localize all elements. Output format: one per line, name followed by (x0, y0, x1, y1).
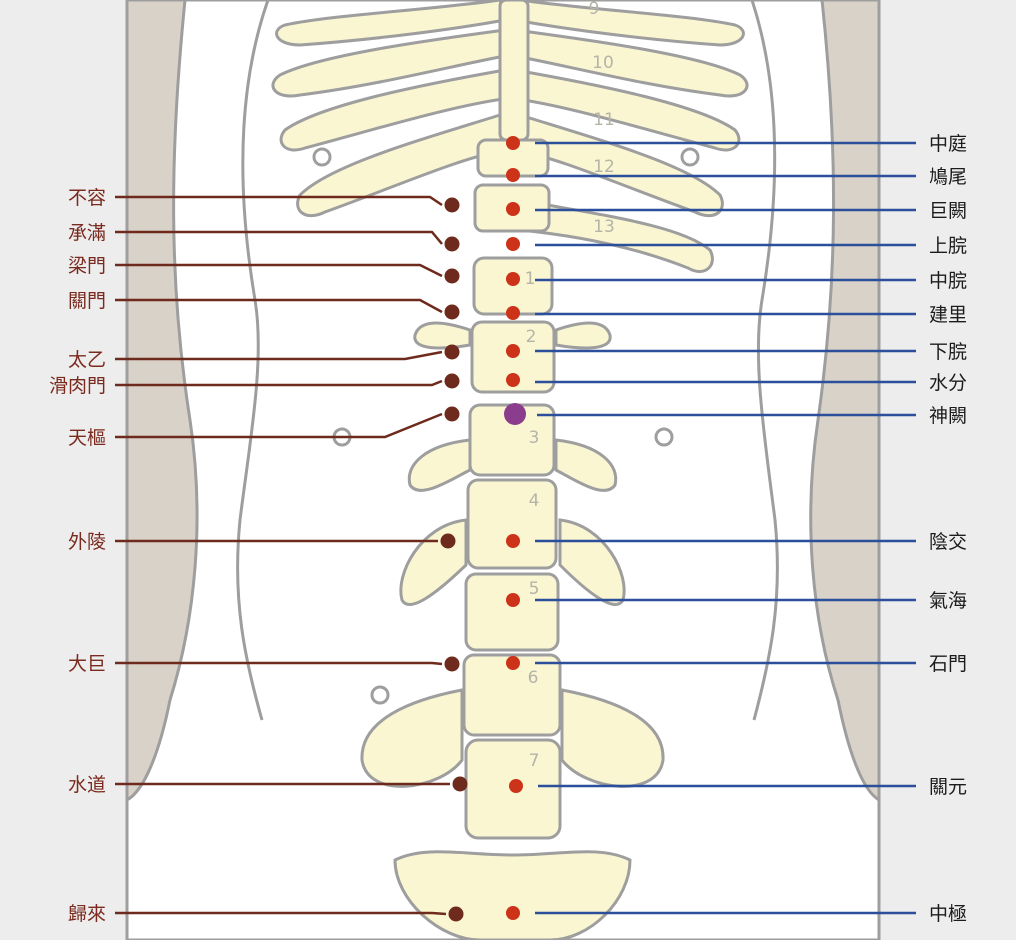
acupoint-label: 水分 (929, 372, 967, 394)
vertebra-number: 4 (529, 491, 540, 511)
acupoint-label: 中脘 (929, 270, 967, 292)
vertebra-number: 5 (529, 579, 540, 599)
acupoint-label: 關門 (68, 290, 106, 312)
vertebra-number: 3 (529, 428, 540, 448)
navel-acupoint-marker[interactable] (504, 403, 526, 425)
acupoint-label: 不容 (68, 187, 106, 209)
acupoint-marker[interactable] (445, 305, 460, 320)
vertebra-number: 7 (529, 751, 540, 771)
acupoint-label: 巨闕 (929, 200, 967, 222)
acupoint-label: 歸來 (68, 903, 106, 925)
pelvic-foramen (372, 687, 388, 703)
acupoint-label: 中庭 (929, 133, 967, 155)
acupoint-label: 大巨 (68, 653, 106, 675)
transverse-process (556, 323, 610, 348)
acupoint-marker[interactable] (453, 777, 468, 792)
acupoint-marker[interactable] (506, 168, 520, 182)
acupoint-label: 外陵 (68, 531, 106, 553)
rib-foramen (682, 149, 698, 165)
vertebra-number: 13 (593, 217, 615, 237)
acupoint-label: 鳩尾 (929, 166, 967, 188)
acupoint-marker[interactable] (445, 657, 460, 672)
acupoint-label: 太乙 (68, 349, 106, 371)
vertebra-number: 1 (525, 269, 536, 289)
acupoint-label: 氣海 (929, 590, 967, 612)
acupoint-marker[interactable] (506, 534, 520, 548)
rib-foramen (314, 149, 330, 165)
acupoint-label: 滑肉門 (49, 375, 106, 397)
acupoint-marker[interactable] (445, 198, 460, 213)
acupoint-marker[interactable] (441, 534, 456, 549)
acupoint-marker[interactable] (445, 407, 460, 422)
pelvic-foramen (656, 429, 672, 445)
acupoint-label: 上脘 (929, 235, 967, 257)
acupoint-marker[interactable] (449, 907, 464, 922)
transverse-process (415, 323, 470, 348)
acupoint-label: 下脘 (929, 341, 967, 363)
vertebra-number: 12 (593, 157, 615, 177)
acupoint-marker[interactable] (506, 656, 520, 670)
acupoint-label: 陰交 (929, 531, 967, 553)
acupoint-label: 水道 (68, 774, 106, 796)
acupoint-marker[interactable] (445, 374, 460, 389)
acupoint-marker[interactable] (506, 906, 520, 920)
acupoint-marker[interactable] (445, 345, 460, 360)
vertebra-number: 9 (589, 0, 600, 19)
vertebra-number: 2 (526, 327, 537, 347)
sternum (500, 0, 528, 140)
acupoint-marker[interactable] (506, 136, 520, 150)
acupoint-marker[interactable] (506, 344, 520, 358)
acupoint-label: 建里 (929, 304, 967, 326)
acupoint-label: 梁門 (68, 255, 106, 277)
acupoint-marker[interactable] (506, 272, 520, 286)
acupoint-marker[interactable] (445, 269, 460, 284)
acupoint-marker[interactable] (509, 779, 523, 793)
acupoint-marker[interactable] (506, 373, 520, 387)
acupoint-marker[interactable] (506, 306, 520, 320)
acupoint-label: 關元 (929, 776, 967, 798)
acupoint-label: 承滿 (68, 222, 106, 244)
leader-line (115, 663, 442, 664)
acupoint-label: 天樞 (68, 427, 106, 449)
acupoint-label: 中極 (929, 903, 967, 925)
acupoint-marker[interactable] (445, 237, 460, 252)
vertebra (466, 574, 558, 650)
vertebra-number: 6 (528, 668, 539, 688)
vertebra-number: 11 (593, 110, 615, 130)
vertebra-number: 10 (592, 53, 614, 73)
acupoint-label: 石門 (929, 653, 967, 675)
vertebra (468, 480, 556, 568)
acupoint-marker[interactable] (506, 202, 520, 216)
acupoint-marker[interactable] (506, 593, 520, 607)
acupoint-marker[interactable] (506, 237, 520, 251)
leader-line (115, 913, 446, 914)
acupoint-label: 神闕 (929, 405, 967, 427)
